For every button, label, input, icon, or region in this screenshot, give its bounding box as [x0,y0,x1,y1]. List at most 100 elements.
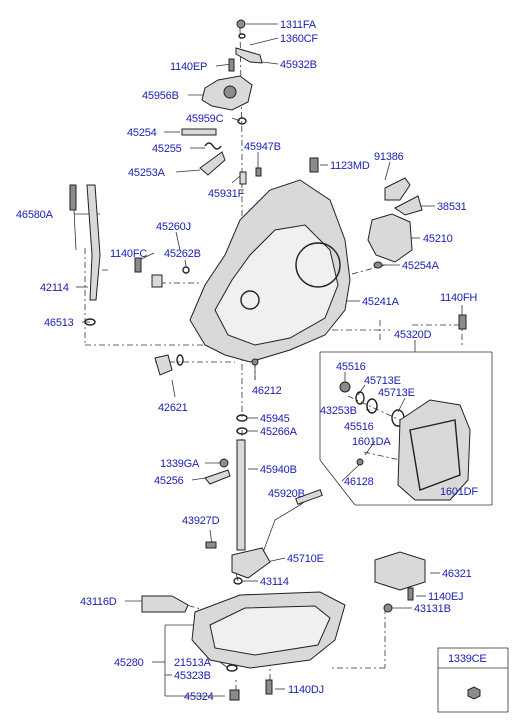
label-43253B[interactable]: 43253B [320,405,357,417]
label-1140FH[interactable]: 1140FH [440,292,478,304]
label-45262B[interactable]: 45262B [164,248,201,260]
bracket-43116D-icon [141,595,189,613]
pin-small-icon [255,167,262,177]
plug-45260J-icon [151,274,163,288]
spring-icon [204,142,222,150]
label-45945[interactable]: 45945 [260,413,290,425]
label-1339GA[interactable]: 1339GA [160,458,200,470]
bolt-43927D-icon [205,541,217,549]
label-1311FA[interactable]: 1311FA [280,19,317,31]
dowel-icon [356,458,364,466]
label-45713E-a[interactable]: 45713E [364,375,401,387]
label-45260J[interactable]: 45260J [156,221,191,233]
label-1140EP[interactable]: 1140EP [170,61,207,73]
dipstick-handle-icon [69,184,77,211]
o-ring-45262B-icon [182,266,190,274]
label-1140DJ[interactable]: 1140DJ [288,684,324,696]
label-45255[interactable]: 45255 [152,143,182,155]
label-1601DF[interactable]: 1601DF [440,486,479,498]
label-45254[interactable]: 45254 [127,127,157,139]
label-45920B[interactable]: 45920B [268,488,305,500]
nut-1339CE-icon [467,686,481,700]
label-45956B[interactable]: 45956B [142,90,179,102]
label-45210[interactable]: 45210 [423,233,453,245]
case-inner-icon [214,224,339,346]
label-43927D[interactable]: 43927D [182,515,220,527]
oil-filter-icon [374,551,426,591]
label-1360CF[interactable]: 1360CF [280,33,319,45]
seal-45516-icon [355,391,365,405]
bushing-icon [339,381,351,393]
oil-pan-inner-icon [209,605,331,656]
label-45713E-b[interactable]: 45713E [378,387,415,399]
cable-end-icon [295,489,323,505]
detent-lever-icon [199,151,226,176]
label-45959C[interactable]: 45959C [186,113,224,125]
label-43131B[interactable]: 43131B [414,603,451,615]
label-45320D[interactable]: 45320D [394,329,432,341]
snap-ring-icon [233,577,243,585]
label-45516-b[interactable]: 45516 [344,421,374,433]
part-1339CE-box [437,647,509,713]
label-42114[interactable]: 42114 [40,282,69,294]
label-45931F[interactable]: 45931F [208,188,245,200]
label-45324[interactable]: 45324 [184,691,214,703]
rear-cover-icon [397,399,471,501]
washer-45945-icon [236,414,248,422]
o-ring-45266A-icon [236,427,248,435]
label-45241A[interactable]: 45241A [362,296,400,308]
bolt-1140DJ-icon [265,679,273,695]
bolt-1140FH-icon [458,314,467,330]
manual-lever-icon [235,47,263,64]
seal-45713E-icon [366,398,378,414]
plug-43131B-icon [383,603,393,613]
pin-icon [181,128,217,136]
label-1140FC[interactable]: 1140FC [110,248,148,260]
label-1123MD[interactable]: 1123MD [330,160,370,172]
label-46580A[interactable]: 46580A [16,209,54,221]
drain-plug-icon [229,689,240,701]
plug-icon [239,171,247,185]
label-45266A[interactable]: 45266A [260,426,298,438]
label-45323B[interactable]: 45323B [174,670,211,682]
o-ring-icon [84,318,96,326]
label-43116D[interactable]: 43116D [80,596,117,608]
label-38531[interactable]: 38531 [437,201,467,213]
label-1339CE[interactable]: 1339CE [448,653,487,665]
bracket-2-icon [394,195,423,216]
bracket-icon [384,177,411,201]
shaft-icon [236,439,246,551]
label-21513A[interactable]: 21513A [174,657,212,669]
label-1140EJ[interactable]: 1140EJ [428,591,463,603]
part-drawings [69,19,509,713]
gasket-21513A-icon [226,664,238,672]
label-46513[interactable]: 46513 [44,317,74,329]
clip-icon [219,458,229,468]
label-46212[interactable]: 46212 [252,385,282,397]
label-91386[interactable]: 91386 [374,151,404,163]
label-1601DA[interactable]: 1601DA [352,436,392,448]
label-45516-a[interactable]: 45516 [336,361,366,373]
nut-icon [236,19,246,29]
label-45710E[interactable]: 45710E [287,553,324,565]
washer-icon [238,33,246,39]
label-45947B[interactable]: 45947B [244,141,281,153]
plug-46212-icon [251,358,259,366]
label-45932B[interactable]: 45932B [280,59,317,71]
label-42621[interactable]: 42621 [158,402,188,414]
label-43114[interactable]: 43114 [260,576,289,588]
label-46128[interactable]: 46128 [344,476,374,488]
label-45253A[interactable]: 45253A [128,167,166,179]
part-labels: 1311FA 1360CF 1140EP 45932B 45956B 45959… [16,19,487,703]
bell-housing-icon [295,242,341,288]
label-45940B[interactable]: 45940B [260,464,297,476]
label-45256[interactable]: 45256 [154,475,184,487]
dipstick-rod-icon [73,209,77,251]
switch-hub-icon [223,85,237,99]
sensor-o-ring-icon [176,354,184,366]
label-45254A[interactable]: 45254A [402,260,440,272]
label-45280[interactable]: 45280 [114,657,144,669]
parking-lever-icon [231,547,271,579]
label-46321[interactable]: 46321 [442,568,472,580]
